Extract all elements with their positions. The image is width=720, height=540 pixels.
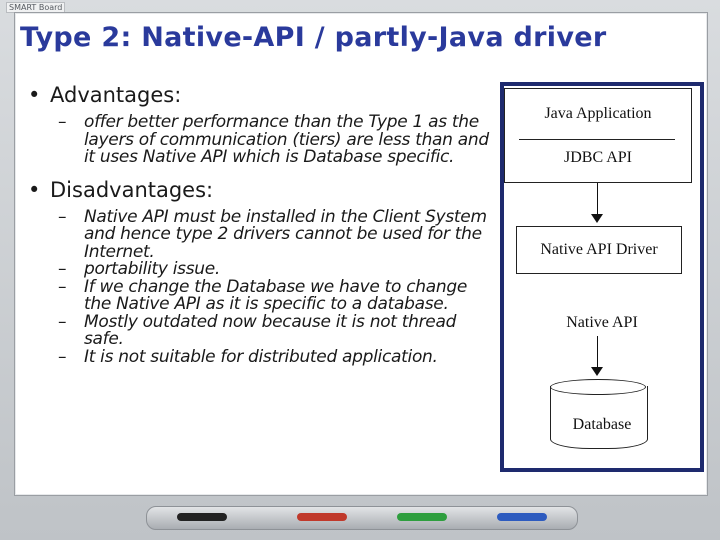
disadvantages-heading: • Disadvantages: [28, 177, 214, 202]
native-api-label: Native API [566, 314, 638, 331]
database-cylinder [550, 386, 648, 449]
blue-marker[interactable] [497, 513, 547, 521]
architecture-diagram: Java Application JDBC API Native API Dri… [500, 82, 704, 472]
dash-marker: – [58, 311, 67, 332]
marker-tray [146, 506, 578, 530]
bullet-dot: • [28, 177, 41, 202]
green-marker[interactable] [397, 513, 447, 521]
dash-marker: – [58, 112, 67, 132]
dash-marker: – [58, 346, 67, 367]
slide-content: • Advantages: – offer better performance… [20, 82, 498, 366]
jdbc-api-label: JDBC API [563, 149, 633, 166]
disadvantage-item: – Native API must be installed in the Cl… [58, 206, 487, 262]
dash-marker: – [58, 206, 67, 227]
native-api-driver-label: Native API Driver [540, 241, 658, 258]
java-application-box: Java Application JDBC API [504, 88, 692, 183]
arrow-down-icon [591, 214, 603, 223]
disadvantage-item: – Mostly outdated now because it is not … [58, 311, 457, 349]
slide-title: Type 2: Native-API / partly-Java driver [20, 22, 607, 53]
native-api-driver-box: Native API Driver [516, 226, 682, 274]
database-cylinder-top [550, 379, 646, 395]
connector-line [597, 336, 598, 368]
advantage-item: – offer better performance than the Type… [58, 112, 489, 167]
database-label: Database [572, 416, 632, 433]
arrow-down-icon [591, 367, 603, 376]
dash-marker: – [58, 276, 67, 297]
disadvantage-item: – It is not suitable for distributed app… [58, 346, 438, 367]
bullet-dot: • [28, 83, 41, 107]
disadvantage-item: – portability issue. [58, 259, 221, 279]
connector-line [597, 183, 598, 215]
disadvantage-item: – If we change the Database we have to c… [58, 276, 467, 314]
jdbc-divider [519, 139, 675, 140]
dash-marker: – [58, 259, 67, 279]
black-marker[interactable] [177, 513, 227, 521]
advantages-heading: • Advantages: [28, 83, 182, 107]
red-marker[interactable] [297, 513, 347, 521]
java-application-label: Java Application [544, 105, 652, 122]
